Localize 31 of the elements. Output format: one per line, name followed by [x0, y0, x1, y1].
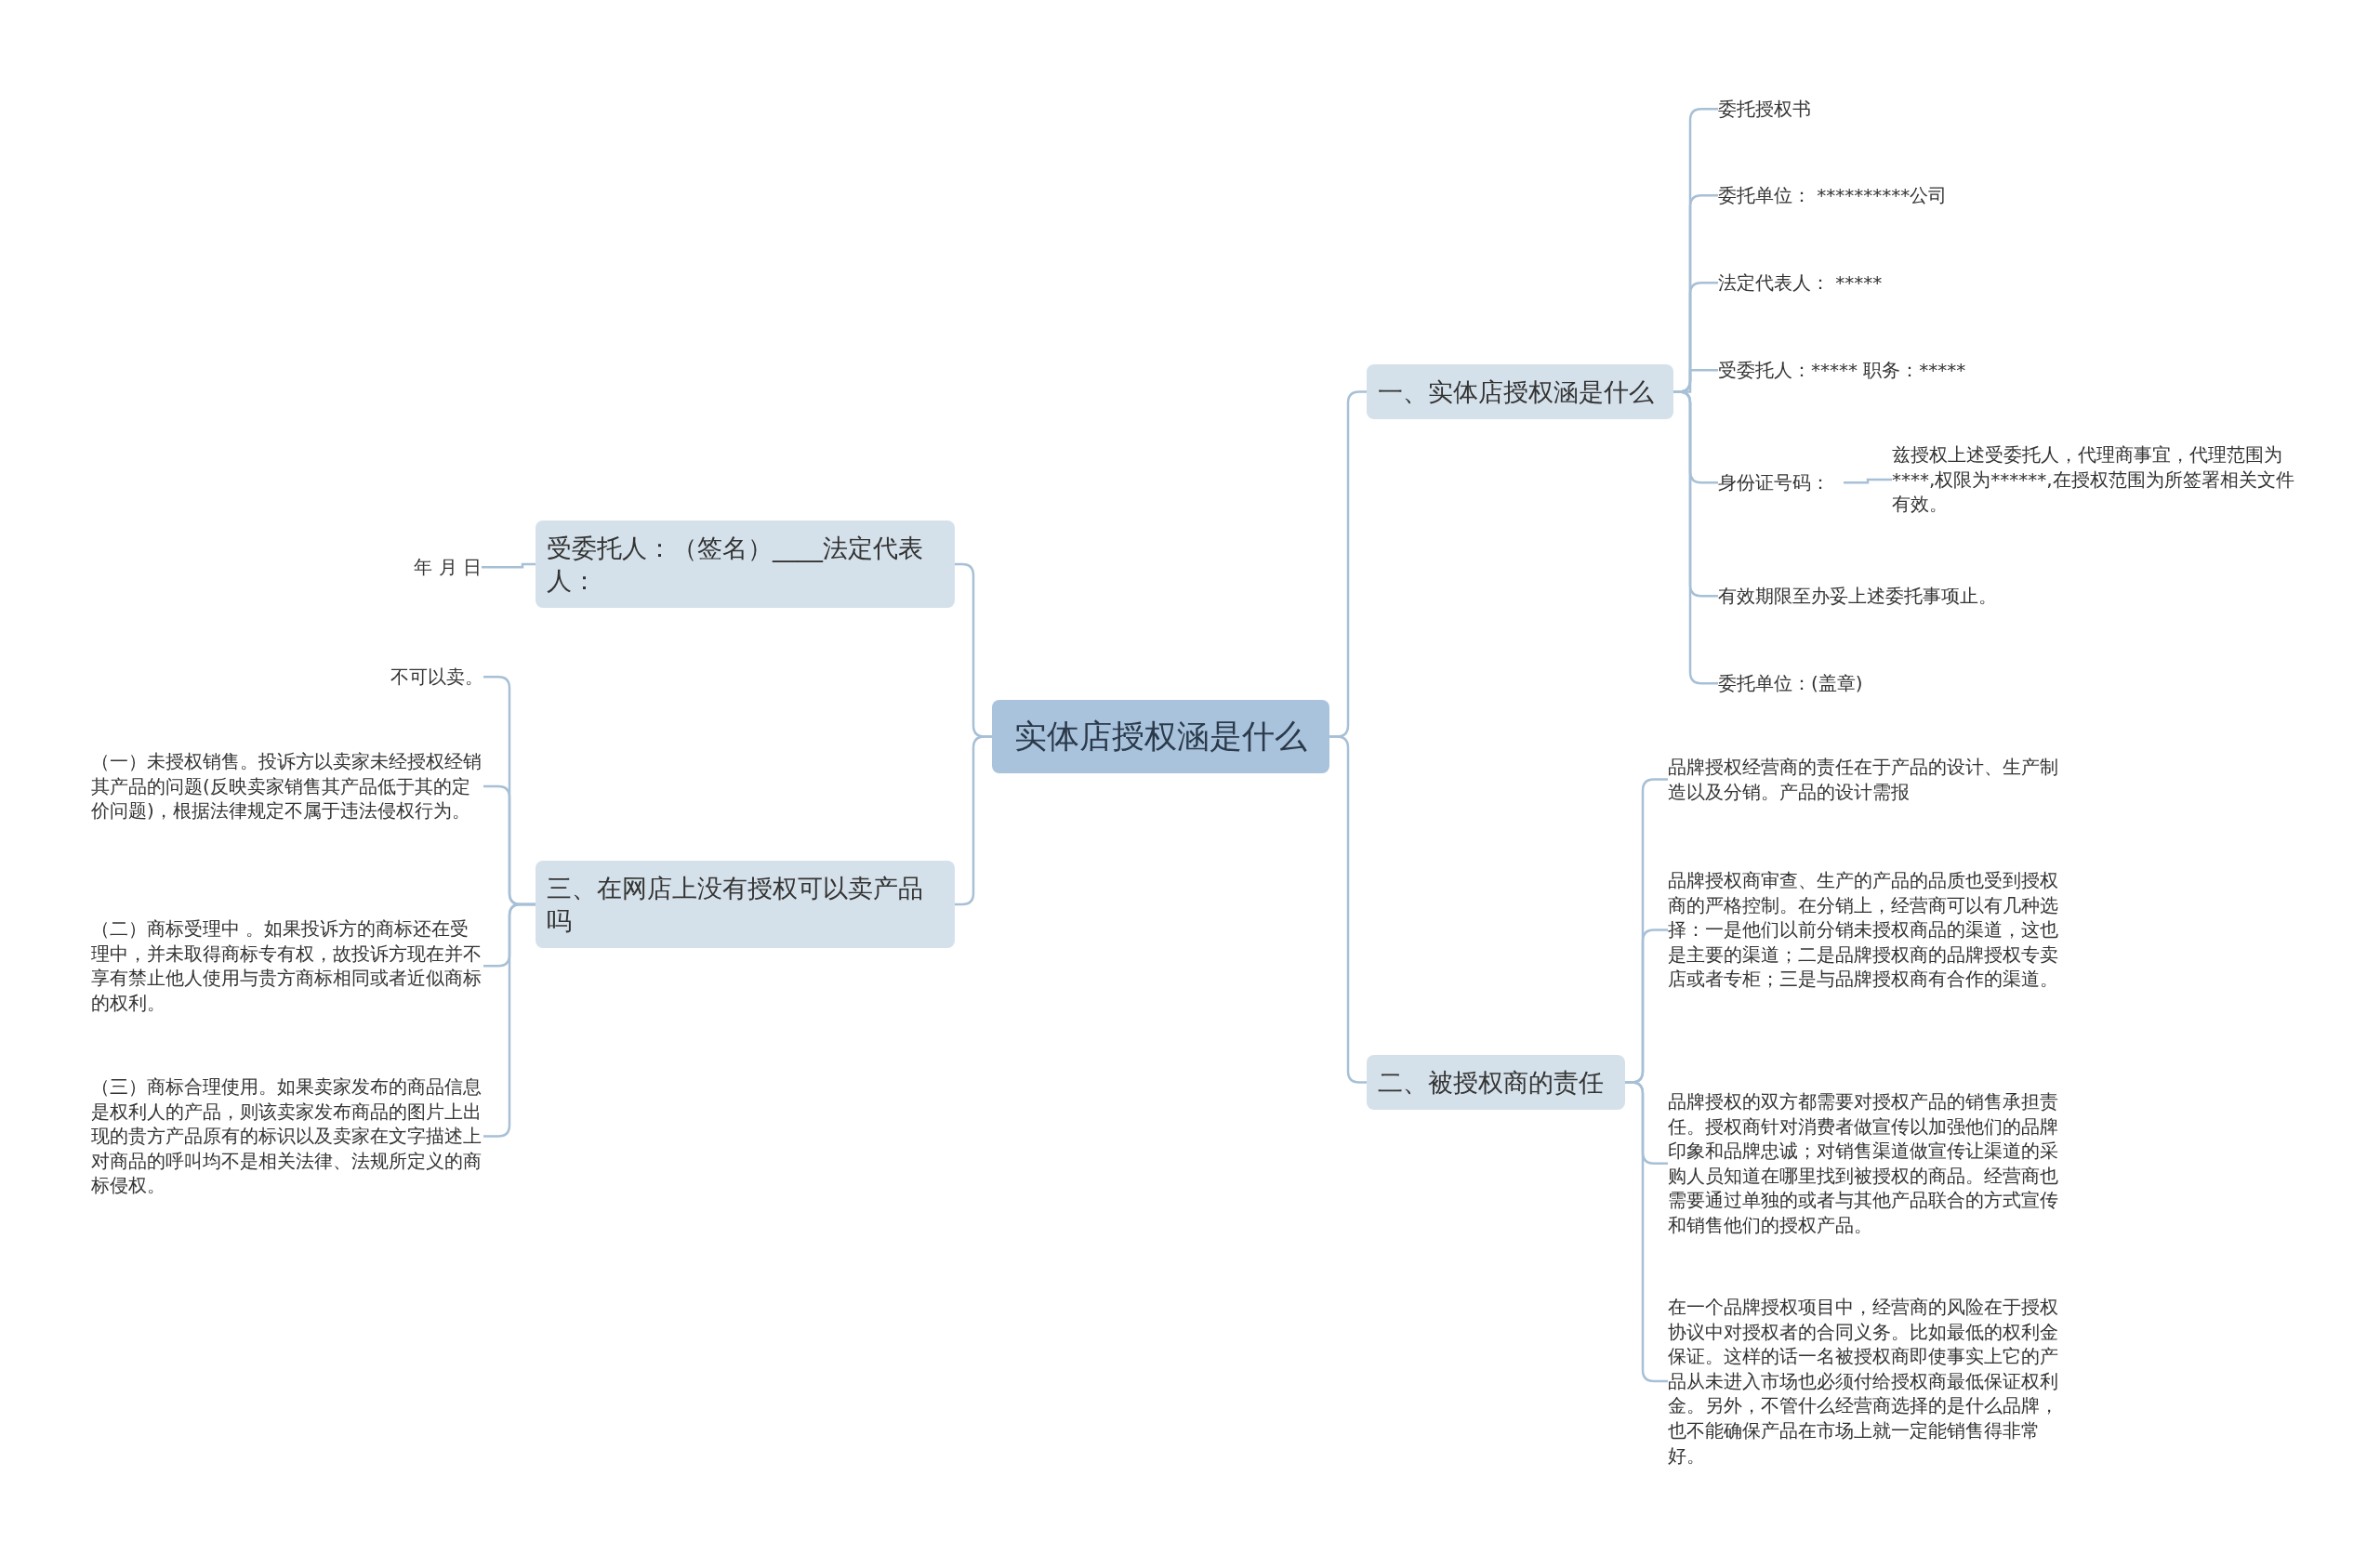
topic-label: 受委托人：（签名）____法定代表人：	[547, 533, 924, 598]
note-text: 受委托人：***** 职务：*****	[1718, 358, 1967, 383]
note-text: 委托单位：(盖章)	[1718, 671, 1864, 696]
connector-line	[1329, 735, 1367, 1084]
note-text: （一）未授权销售。投诉方以卖家未经授权经销其产品的问题(反映卖家销售其产品低于其的定价问题)，根据法律规定不属于违法侵权行为。	[91, 749, 483, 824]
note-text: （三）商标合理使用。如果卖家发布的商品信息是权利人的产品，则该卖家发布商品的图片上出现的贵方产品原有的标识以及卖家在文字描述上对商品的呼叫均不是相关法律、法规所定义的商标侵权。	[91, 1074, 483, 1198]
branch-topic-box	[1367, 1055, 1625, 1111]
note-text: 品牌授权商审查、生产的产品的品质也受到授权商的严格控制。在分销上，经营商可以有几种选择：一是他们以前分销未授权商品的渠道，这也是主要的渠道；二是品牌授权商的品牌授权专卖店或者专柜；三是与品牌授权商有合作的渠道。	[1668, 868, 2059, 992]
branch-topic-box	[536, 520, 955, 609]
note-text: 委托授权书	[1718, 97, 1812, 122]
topic-label: 三、在网店上没有授权可以卖产品吗	[547, 873, 924, 938]
branch-topic-box	[536, 861, 955, 949]
connector-line	[482, 562, 536, 569]
note-text: （二）商标受理中 。如果投诉方的商标还在受理中，并未取得商标专有权，故投诉方现在并不享有禁止他人使用与贵方商标相同或者近似商标的权利。	[91, 916, 483, 1016]
note-text: 委托单位： **********公司	[1718, 183, 1949, 208]
note-text: 身份证号码：	[1718, 470, 1831, 495]
central-topic-box	[992, 700, 1329, 773]
central-topic-label: 实体店授权涵是什么	[1013, 717, 1308, 757]
topic-label: 二、被授权商的责任	[1378, 1067, 1605, 1099]
note-text: 在一个品牌授权项目中，经营商的风险在于授权协议中对授权者的合同义务。比如最低的权利金保证。这样的话一名被授权商即使事实上它的产品从未进入市场也必须付给授权商最低保证权利金。另外，不管什么经营商选择的是什么品牌，也不能确保产品在市场上就一定能销售得非常好。	[1668, 1295, 2059, 1469]
note-text: 不可以卖。	[390, 665, 483, 690]
note-text: 年 月 日	[413, 555, 482, 580]
note-text: 兹授权上述受委托人，代理商事宜，代理范围为****,权限为******,在授权范围为所签署相关文件有效。	[1892, 442, 2295, 517]
branch-topic-box	[1367, 364, 1673, 420]
topic-label: 一、实体店授权涵是什么	[1378, 376, 1655, 408]
connector-line	[1844, 478, 1892, 484]
connector-line	[955, 735, 992, 906]
note-text: 品牌授权的双方都需要对授权产品的销售承担责任。授权商针对消费者做宣传以加强他们的品牌印象和品牌忠诚；对销售渠道做宣传让渠道的采购人员知道在哪里找到被授权的商品。经营商也需要通过单独的或者与其他产品联合的方式宣传和销售他们的授权产品。	[1668, 1089, 2059, 1238]
note-text: 有效期限至办妥上述委托事项止。	[1718, 584, 1998, 609]
note-text: 法定代表人： *****	[1718, 270, 1884, 296]
note-text: 品牌授权经营商的责任在于产品的设计、生产制造以及分销。产品的设计需报	[1668, 755, 2059, 805]
